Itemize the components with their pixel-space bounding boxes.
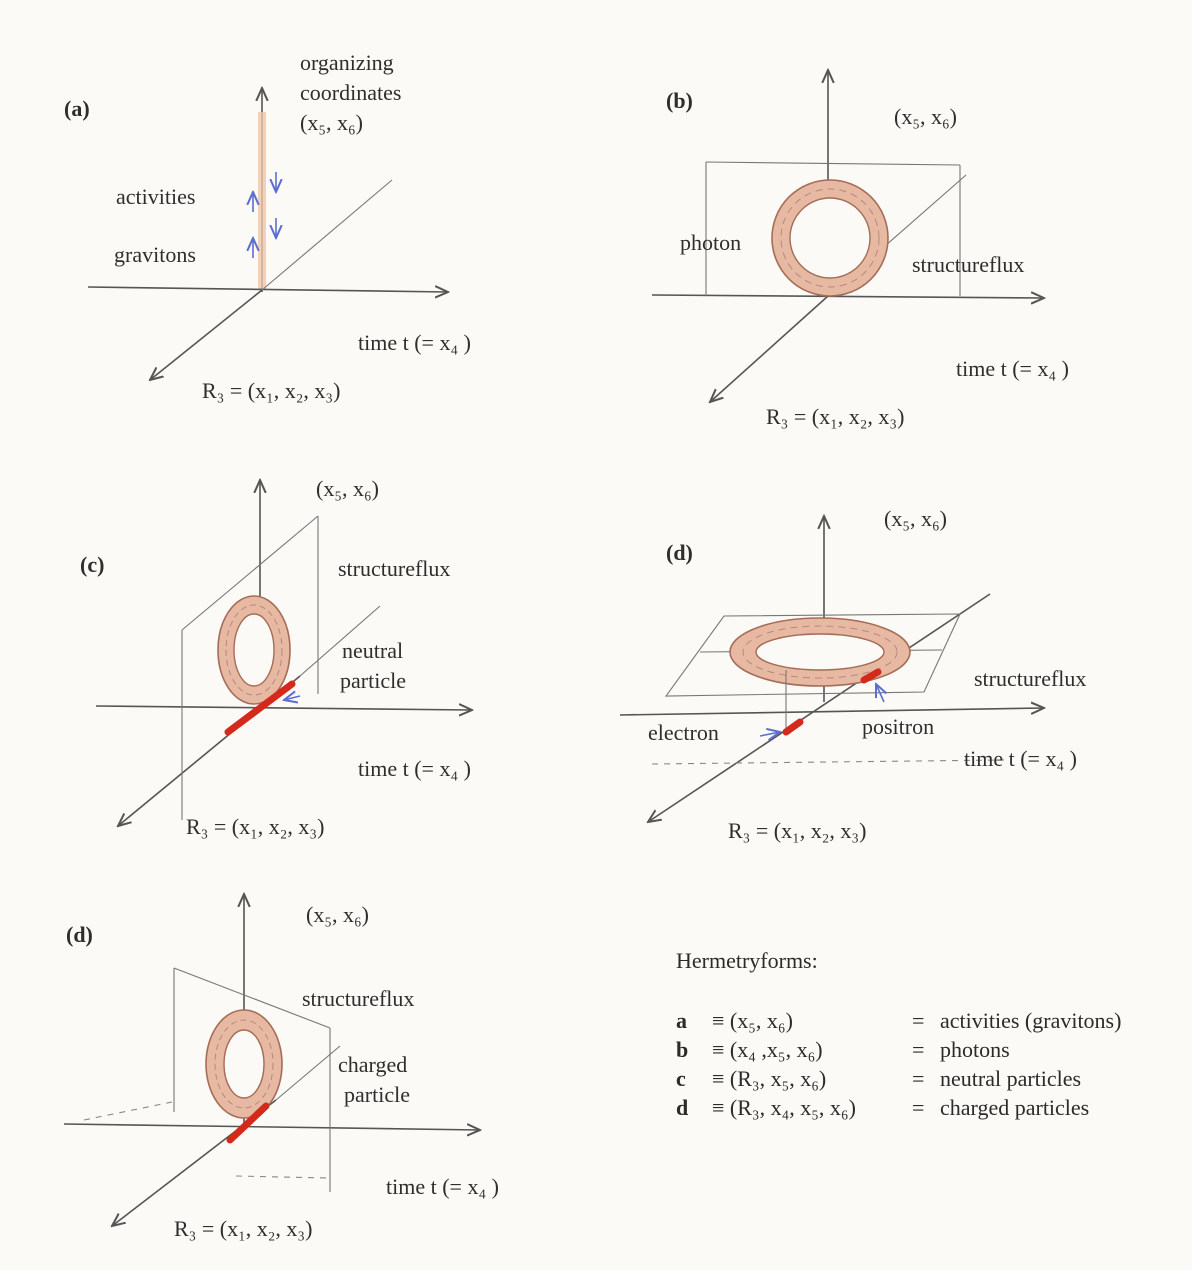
space-axis-label: R₃ = (x₁, x₂, x₃): [202, 378, 341, 403]
electron-label: electron: [648, 720, 719, 745]
time-axis-line: [87, 287, 448, 292]
space-axis-line: [710, 295, 829, 402]
legend-desc-b: photons: [940, 1037, 1010, 1062]
plane-top: [181, 515, 319, 631]
time-axis-label: time t (= x₄ ): [386, 1174, 499, 1199]
vertical-axis-label-line3: (x₅, x₆): [300, 110, 363, 135]
panel-d-charged: (d) (x₅, x₆) structureflux charged parti…: [0, 880, 600, 1260]
time-axis-line: [63, 1124, 480, 1130]
panel-a: (a) organizing coordinates (x₅, x₆) acti…: [0, 0, 560, 440]
legend-key-a: a: [676, 1008, 687, 1033]
panel-b-axes: [651, 0, 1192, 450]
charged-particle-mark: [226, 1102, 270, 1144]
depth-axis-line: [261, 179, 393, 291]
dashed-guide: [235, 1175, 331, 1179]
panel-tag: (b): [666, 88, 693, 113]
legend-title: Hermetryforms:: [676, 948, 818, 973]
charged-particle-label-line2: particle: [344, 1082, 410, 1107]
time-axis-line: [95, 706, 472, 710]
time-axis-label: time t (= x₄ ): [956, 356, 1069, 381]
structureflux-plane: [664, 613, 961, 697]
legend-def-a: ≡ (x₅, x₆): [712, 1008, 793, 1033]
space-axis-label: R₃ = (x₁, x₂, x₃): [186, 814, 325, 839]
panel-d-pair-axes: [619, 470, 1192, 870]
charged-particle-ring: [205, 1009, 283, 1119]
frame-top: [705, 161, 961, 166]
legend-def-c: ≡ (R₃, x₅, x₆): [712, 1066, 827, 1091]
time-axis-label: time t (= x₄ ): [964, 746, 1077, 771]
plane-top: [173, 967, 331, 1029]
neutral-particle-label-line2: particle: [340, 668, 406, 693]
vertical-axis-label: (x₅, x₆): [884, 506, 947, 531]
panel-tag: (a): [64, 96, 90, 121]
photon-ring: [771, 179, 889, 297]
legend-key-c: c: [676, 1066, 686, 1091]
structureflux-label: structureflux: [338, 556, 451, 581]
legend-desc-c: neutral particles: [940, 1066, 1082, 1091]
positron-label: positron: [862, 714, 935, 739]
legend-desc-d: charged particles: [940, 1095, 1090, 1120]
photon-label: photon: [680, 230, 742, 255]
time-axis-line: [619, 708, 1044, 716]
legend-eq-d: =: [912, 1095, 925, 1120]
panel-b: (b) (x₅, x₆) photon structureflux time t…: [600, 0, 1192, 450]
activity-band: [258, 112, 266, 290]
vertical-axis-label: (x₅, x₆): [316, 476, 379, 501]
time-axis-label: time t (= x₄ ): [358, 756, 471, 781]
positron-arrow-icon: [876, 684, 884, 703]
vertical-axis-label-line2: coordinates: [300, 80, 402, 105]
panel-a-axes: [87, 0, 560, 440]
neutral-particle-ring: [217, 595, 291, 705]
panel-d-charged-axes: [63, 880, 600, 1260]
space-axis-line: [648, 593, 991, 822]
panel-d-pair: (d) (x₅, x₆) structureflux electron posi…: [600, 470, 1192, 870]
gravitons-label: gravitons: [114, 242, 196, 267]
electron-mark: [782, 718, 804, 736]
vertical-axis-label: (x₅, x₆): [894, 104, 957, 129]
time-axis-line: [651, 295, 1044, 298]
legend-def-b: ≡ (x₄ ,x₅, x₆): [712, 1037, 823, 1062]
panel-tag: (d): [666, 540, 693, 565]
charged-particle-label-line1: charged: [338, 1052, 408, 1077]
neutral-particle-label-line1: neutral: [342, 638, 404, 663]
activities-label: activities: [116, 184, 196, 209]
panel-tag: (c): [80, 552, 105, 577]
depth-axis-line: [299, 605, 381, 677]
legend-eq-a: =: [912, 1008, 925, 1033]
legend-key-d: d: [676, 1095, 689, 1120]
dashed-guide: [651, 759, 1005, 765]
structureflux-label: structureflux: [974, 666, 1087, 691]
structureflux-label: structureflux: [302, 986, 415, 1011]
panel-tag: (d): [66, 922, 93, 947]
space-axis-line: [150, 289, 263, 380]
vertical-axis-label-line1: organizing: [300, 50, 394, 75]
legend-def-d: ≡ (R₃, x₄, x₅, x₆): [712, 1095, 856, 1120]
space-axis-label: R₃ = (x₁, x₂, x₃): [728, 818, 867, 843]
structureflux-label: structureflux: [912, 252, 1025, 277]
legend-desc-a: activities (gravitons): [940, 1008, 1122, 1033]
electron-arrow-icon: [759, 732, 780, 736]
space-axis-label: R₃ = (x₁, x₂, x₃): [174, 1216, 313, 1241]
vertical-axis-label: (x₅, x₆): [306, 902, 369, 927]
space-axis-label: R₃ = (x₁, x₂, x₃): [766, 404, 905, 429]
legend-eq-c: =: [912, 1066, 925, 1091]
charge-ring: [729, 617, 911, 687]
pointer-arrow-icon: [284, 696, 301, 700]
panel-c-axes: [95, 460, 560, 860]
positron-mark: [860, 668, 882, 684]
legend-key-b: b: [676, 1037, 689, 1062]
dashed-guide: [83, 1101, 173, 1121]
time-axis-label: time t (= x₄ ): [358, 330, 471, 355]
panel-c: (c) (x₅, x₆) structureflux neutral parti…: [0, 460, 560, 860]
neutral-particle-mark: [224, 680, 296, 736]
depth-axis-line: [275, 1045, 341, 1101]
legend-eq-b: =: [912, 1037, 925, 1062]
